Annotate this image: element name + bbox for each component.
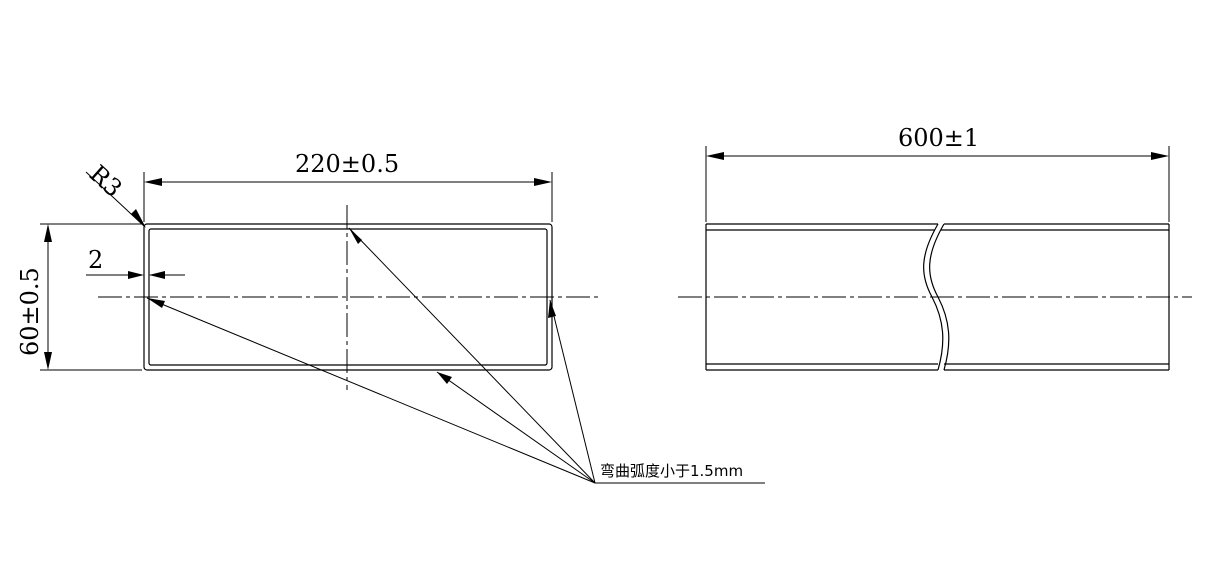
width-dimension: 220±0.5: [143, 150, 553, 222]
section-view: 220±0.5 60±0.5 2 R3: [16, 150, 765, 484]
side-view: 600±1: [678, 124, 1192, 371]
side-view-left-segment: [705, 223, 938, 371]
height-dimension: 60±0.5: [16, 223, 142, 371]
thickness-dimension: 2: [86, 246, 185, 279]
tube-outer-wall: [143, 223, 553, 371]
length-dimension-label: 600±1: [898, 124, 979, 152]
length-dimension: 600±1: [705, 124, 1170, 222]
bend-note-text: 弯曲弧度小于1.5mm: [600, 462, 743, 480]
radius-label: R3: [84, 160, 128, 203]
width-dimension-label: 220±0.5: [295, 150, 399, 178]
radius-callout: R3: [84, 160, 146, 228]
side-view-right-segment: [941, 223, 1170, 371]
height-dimension-label: 60±0.5: [16, 267, 44, 356]
bend-note-leaders: 弯曲弧度小于1.5mm: [146, 227, 765, 484]
thickness-dimension-label: 2: [88, 246, 103, 274]
